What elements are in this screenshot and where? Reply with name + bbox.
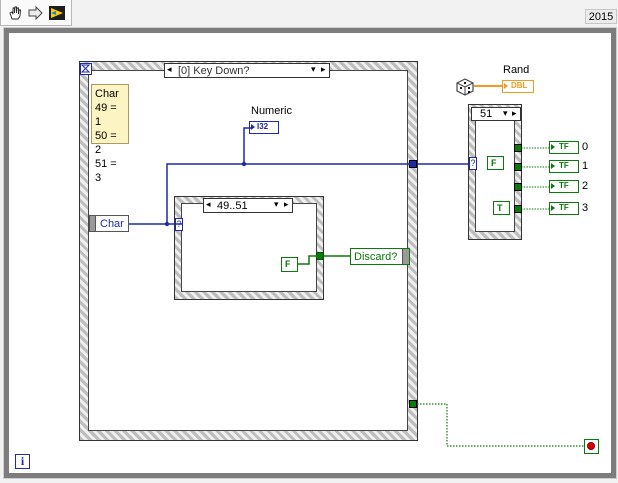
inner-case-interior [181,203,317,292]
rand-type-label: DBL [511,81,528,90]
tf-type-label: TF [559,203,569,212]
discard-node[interactable]: Discard? [350,248,410,265]
dice-icon[interactable] [455,76,475,96]
discard-node-grip [402,249,409,264]
comment-line: 51 = 3 [95,158,117,184]
event-prev-arrow[interactable]: ◂ [167,64,172,74]
stop-tunnel[interactable] [409,400,417,408]
case-selector-terminal[interactable]: ? [175,218,183,231]
false-constant[interactable]: F [487,156,504,170]
numeric-label: Numeric [251,105,292,117]
tf-type-label: TF [559,142,569,151]
right-case-selector-terminal[interactable]: ? [469,157,477,170]
indicator-arrow-icon [551,183,555,189]
tf-type-label: TF [559,181,569,190]
numeric-type-label: I32 [257,122,269,131]
labview-run-icon[interactable] [47,3,67,23]
numeric-indicator[interactable]: I32 [249,121,279,134]
true-constant-text: T [497,203,503,213]
tf-indicator-2[interactable]: TF [549,180,579,193]
indicator-arrow-icon [551,144,555,150]
hourglass-icon[interactable] [80,63,92,75]
event-data-node[interactable]: Char [89,215,129,232]
event-data-node-label: Char [100,218,124,230]
event-selector-label: [0] Key Down? [178,65,250,77]
false-constant-text: F [491,158,497,168]
case-dropdown-arrow[interactable]: ▾ [274,199,279,209]
tf-indicator-label: 0 [582,141,589,153]
comment-line: Char [95,88,119,100]
case-prev-arrow[interactable]: ◂ [206,199,211,209]
tf-indicator-3[interactable]: TF [549,202,579,215]
right-case-selector[interactable]: 51 ▾ ▸ [471,107,521,121]
numeric-tunnel[interactable] [409,160,417,168]
event-selector[interactable]: ◂ [0] Key Down? ▾ ▸ [164,63,330,78]
false-constant-text: F [285,259,291,269]
right-case-dropdown-arrow[interactable]: ▾ [503,108,508,118]
boolean-tunnel[interactable] [514,205,522,213]
boolean-tunnel[interactable] [514,183,522,191]
tf-type-label: TF [559,161,569,170]
right-case-label: 51 [480,108,493,120]
tf-indicator-label: 3 [582,202,589,214]
boolean-tunnel[interactable] [514,163,522,171]
comment-line: 50 = 2 [95,130,117,156]
stop-dot [587,442,595,450]
inner-case-label: 49..51 [217,200,248,212]
rand-label: Rand [503,64,530,76]
case-next-arrow[interactable]: ▸ [284,199,289,209]
info-icon[interactable]: i [15,454,30,469]
comment-line: 49 = 1 [95,102,117,128]
indicator-arrow-icon [551,163,555,169]
hand-icon[interactable] [5,3,25,23]
boolean-tunnel[interactable] [316,252,324,260]
tf-indicator-1[interactable]: TF [549,160,579,173]
rand-indicator[interactable]: DBL [502,80,534,93]
version-label: 2015 [585,9,617,24]
indicator-arrow-icon [504,83,508,89]
true-constant[interactable]: T [493,201,510,215]
event-next-arrow[interactable]: ▸ [321,64,326,74]
comment-box: Char 49 = 1 50 = 2 51 = 3 [91,84,129,184]
event-data-node-grip [90,216,96,231]
right-case-next-arrow[interactable]: ▸ [512,108,517,118]
indicator-arrow-icon [251,124,255,130]
tf-indicator-label: 1 [582,160,589,172]
discard-label: Discard? [354,251,398,263]
tf-indicator-0[interactable]: TF [549,141,579,154]
stop-terminal-icon[interactable] [584,439,599,454]
tf-indicator-label: 2 [582,180,589,192]
false-constant[interactable]: F [281,257,298,272]
inner-case-selector[interactable]: ◂ 49..51 ▾ ▸ [203,198,293,213]
toolbar [0,0,72,26]
boolean-tunnel[interactable] [514,144,522,152]
indicator-arrow-icon [551,205,555,211]
arrow-right-icon[interactable] [26,3,46,23]
event-dropdown-arrow[interactable]: ▾ [311,64,316,74]
